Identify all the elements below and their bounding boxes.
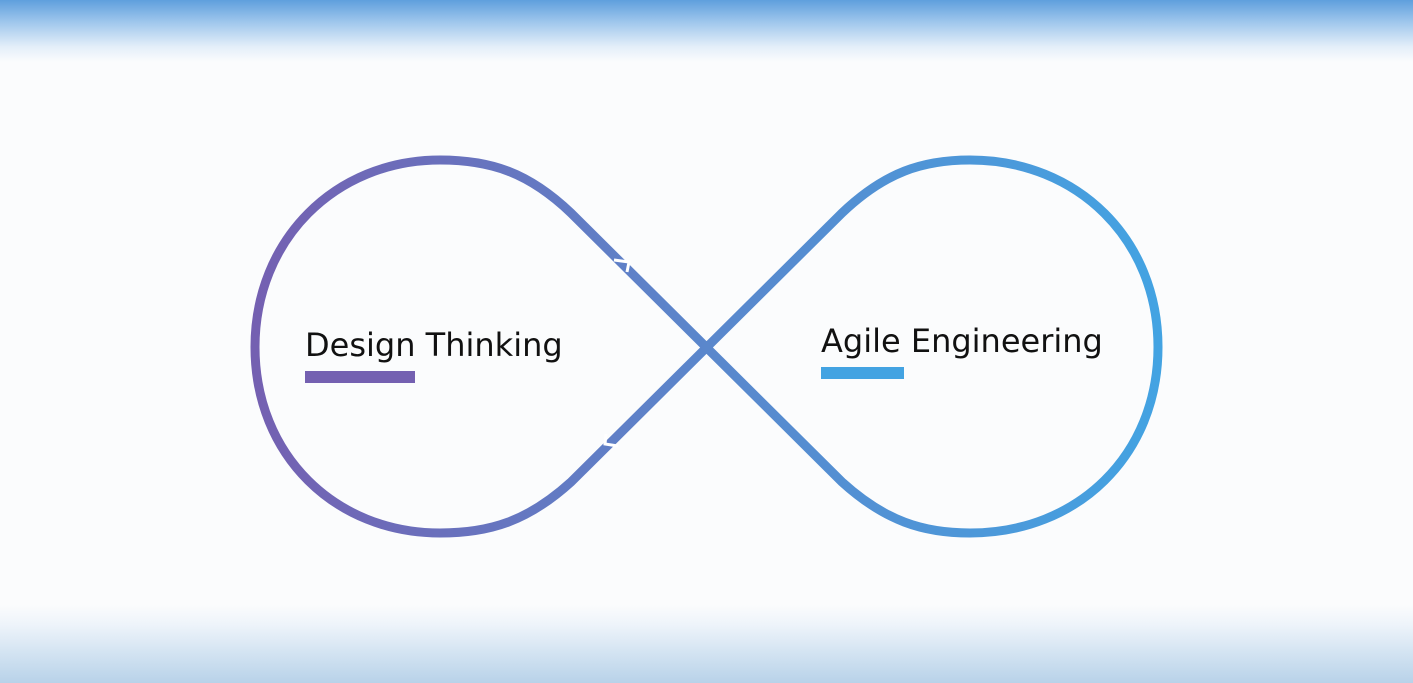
arrow-notch-lower (603, 433, 619, 448)
design-thinking-label: Design Thinking (305, 326, 563, 364)
infinity-loop-path (250, 155, 1163, 538)
top-gradient-band (0, 0, 1413, 62)
bottom-gradient-band (0, 605, 1413, 683)
agile-engineering-label: Agile Engineering (821, 322, 1103, 360)
design-thinking-underline (305, 371, 415, 383)
arrow-notch-upper (613, 258, 631, 273)
agile-engineering-underline (821, 367, 904, 379)
